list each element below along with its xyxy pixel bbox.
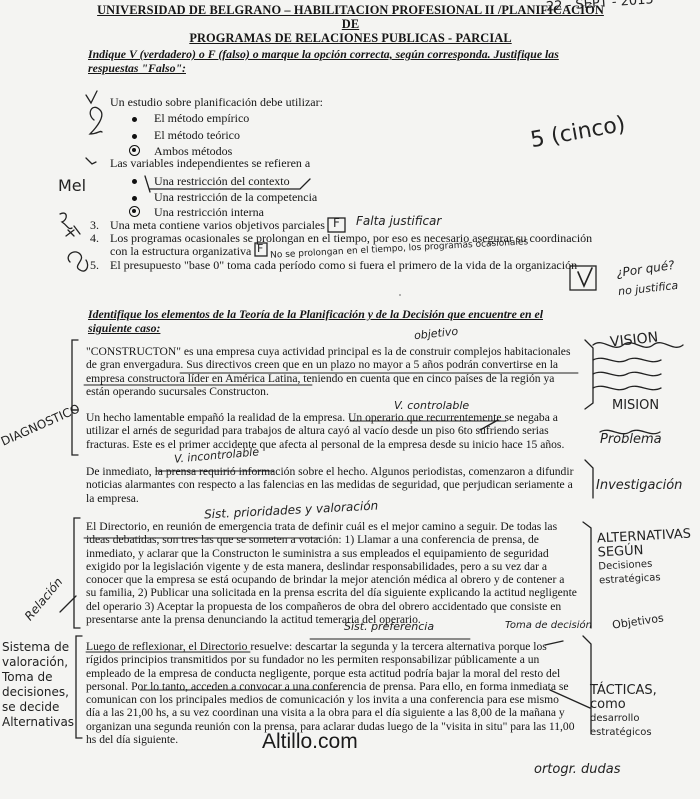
part1-instruction: Indique V (verdadero) o F (falso) o marq… [88, 47, 559, 75]
q1-option-3[interactable]: Ambos métodos [154, 144, 233, 158]
q2-option-3[interactable]: Una restricción interna [154, 205, 264, 219]
q5-answer: V [577, 270, 578, 271]
question-1: Un estudio sobre planificación debe util… [110, 95, 323, 109]
watermark-text: Altillo.com [262, 730, 358, 753]
q1-option-1[interactable]: El método empírico [154, 111, 250, 125]
note-investigacion: Investigación [596, 478, 683, 493]
case-paragraph-2: Un hecho lamentable empañó la realidad d… [86, 411, 565, 451]
q2-option-2[interactable]: Una restricción de la competencia [154, 190, 318, 204]
selected-radio-icon [129, 145, 140, 156]
q4-answer: F [257, 242, 264, 255]
q2-mark: Mel [58, 176, 87, 195]
question-5-number: 5. [90, 258, 99, 272]
bullet-icon [132, 179, 137, 184]
bullet-icon [132, 117, 137, 122]
q1-option-2[interactable]: El método teórico [154, 128, 240, 142]
case-paragraph-4: El Directorio, en reunión de emergencia … [86, 520, 577, 627]
case-paragraph-3: De inmediato, la prensa requirió informa… [86, 465, 574, 505]
note-bottom: ortogr. dudas [534, 762, 621, 777]
note-mision: MISION [612, 398, 660, 413]
q3-note: Falta justificar [356, 214, 442, 228]
note-left-block: Sistema de valoración, Toma de decisione… [2, 640, 75, 729]
question-4-number: 4. [90, 231, 99, 245]
question-4-line1: Los programas ocasionales se prolongan e… [110, 231, 593, 245]
note-alternativas: ALTERNATIVAS SEGÚN Decisiones estratégic… [596, 526, 692, 587]
question-5: El presupuesto "base 0" toma cada períod… [110, 258, 578, 272]
question-3: Una meta contiene varios objetivos parci… [110, 218, 325, 232]
part2-instruction: Identifique los elementos de la Teoría d… [88, 307, 544, 335]
note-problema: Problema [600, 432, 662, 447]
selected-radio-icon [129, 206, 140, 217]
note-tacticas: TÁCTICAS, como desarrollo estratégicos [590, 683, 657, 739]
note-toma-decision: Toma de decisión [505, 620, 592, 631]
bullet-icon [132, 196, 137, 201]
question-2: Las variables independientes se refieren… [110, 156, 311, 170]
page-title: UNIVERSIDAD DE BELGRANO – HABILITACION P… [97, 3, 604, 45]
note-v-controlable: V. controlable [394, 399, 470, 412]
question-3-number: 3. [90, 218, 99, 232]
case-paragraph-5: Luego de reflexionar, el Directorio resu… [86, 640, 575, 747]
note-sist-preferencia: Sist. preferencia [344, 620, 435, 633]
q3-answer: F [333, 216, 340, 230]
q2-option-1[interactable]: Una restricción del contexto [154, 174, 290, 188]
question-4-line2: con la estructura organizativa [110, 244, 252, 258]
bullet-icon [132, 134, 137, 139]
case-paragraph-1: "CONSTRUCTON" es una empresa cuya activi… [86, 345, 571, 398]
